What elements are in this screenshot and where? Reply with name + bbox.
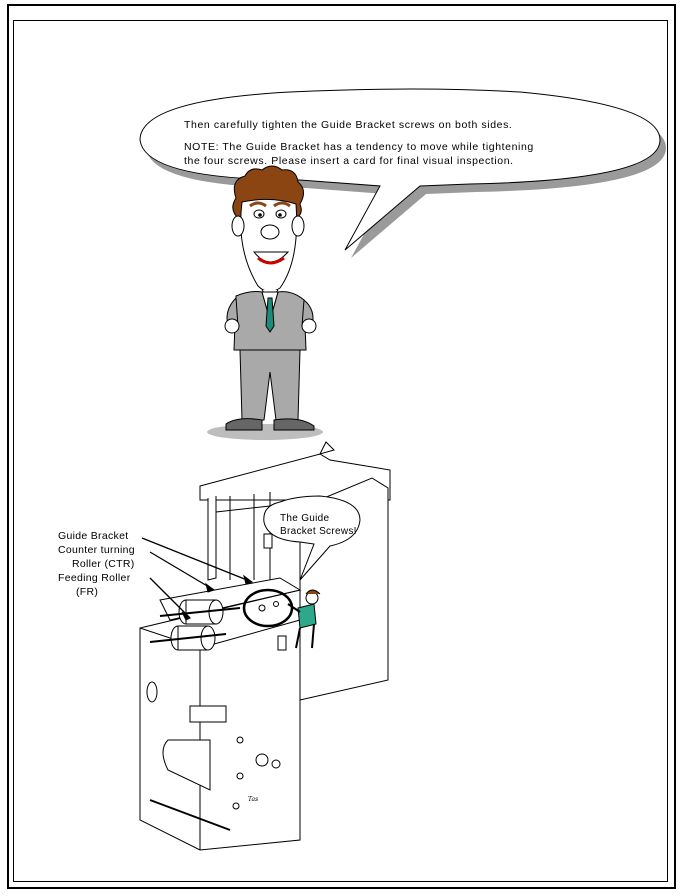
small-bubble-text: The Guide Bracket Screws! (280, 512, 357, 538)
small-bubble-line-1: The Guide (280, 512, 357, 525)
speech-note-line-2: the four screws. Please insert a card fo… (184, 154, 514, 168)
label-ctr-line-1: Counter turning (58, 544, 135, 557)
speech-bubble (140, 89, 666, 258)
label-guide-bracket: Guide Bracket (58, 530, 128, 543)
cartoon-man (207, 166, 323, 440)
card-reader-machine (140, 442, 390, 850)
speech-note-line-1: NOTE: The Guide Bracket has a tendency t… (184, 140, 534, 154)
label-fr-line-2: (FR) (76, 586, 98, 599)
artist-signature: Tas (248, 796, 258, 803)
small-bubble-line-2: Bracket Screws! (280, 525, 357, 538)
label-ctr-line-2: Roller (CTR) (72, 558, 135, 571)
label-fr-line-1: Feeding Roller (58, 572, 131, 585)
speech-line-1: Then carefully tighten the Guide Bracket… (184, 118, 512, 132)
